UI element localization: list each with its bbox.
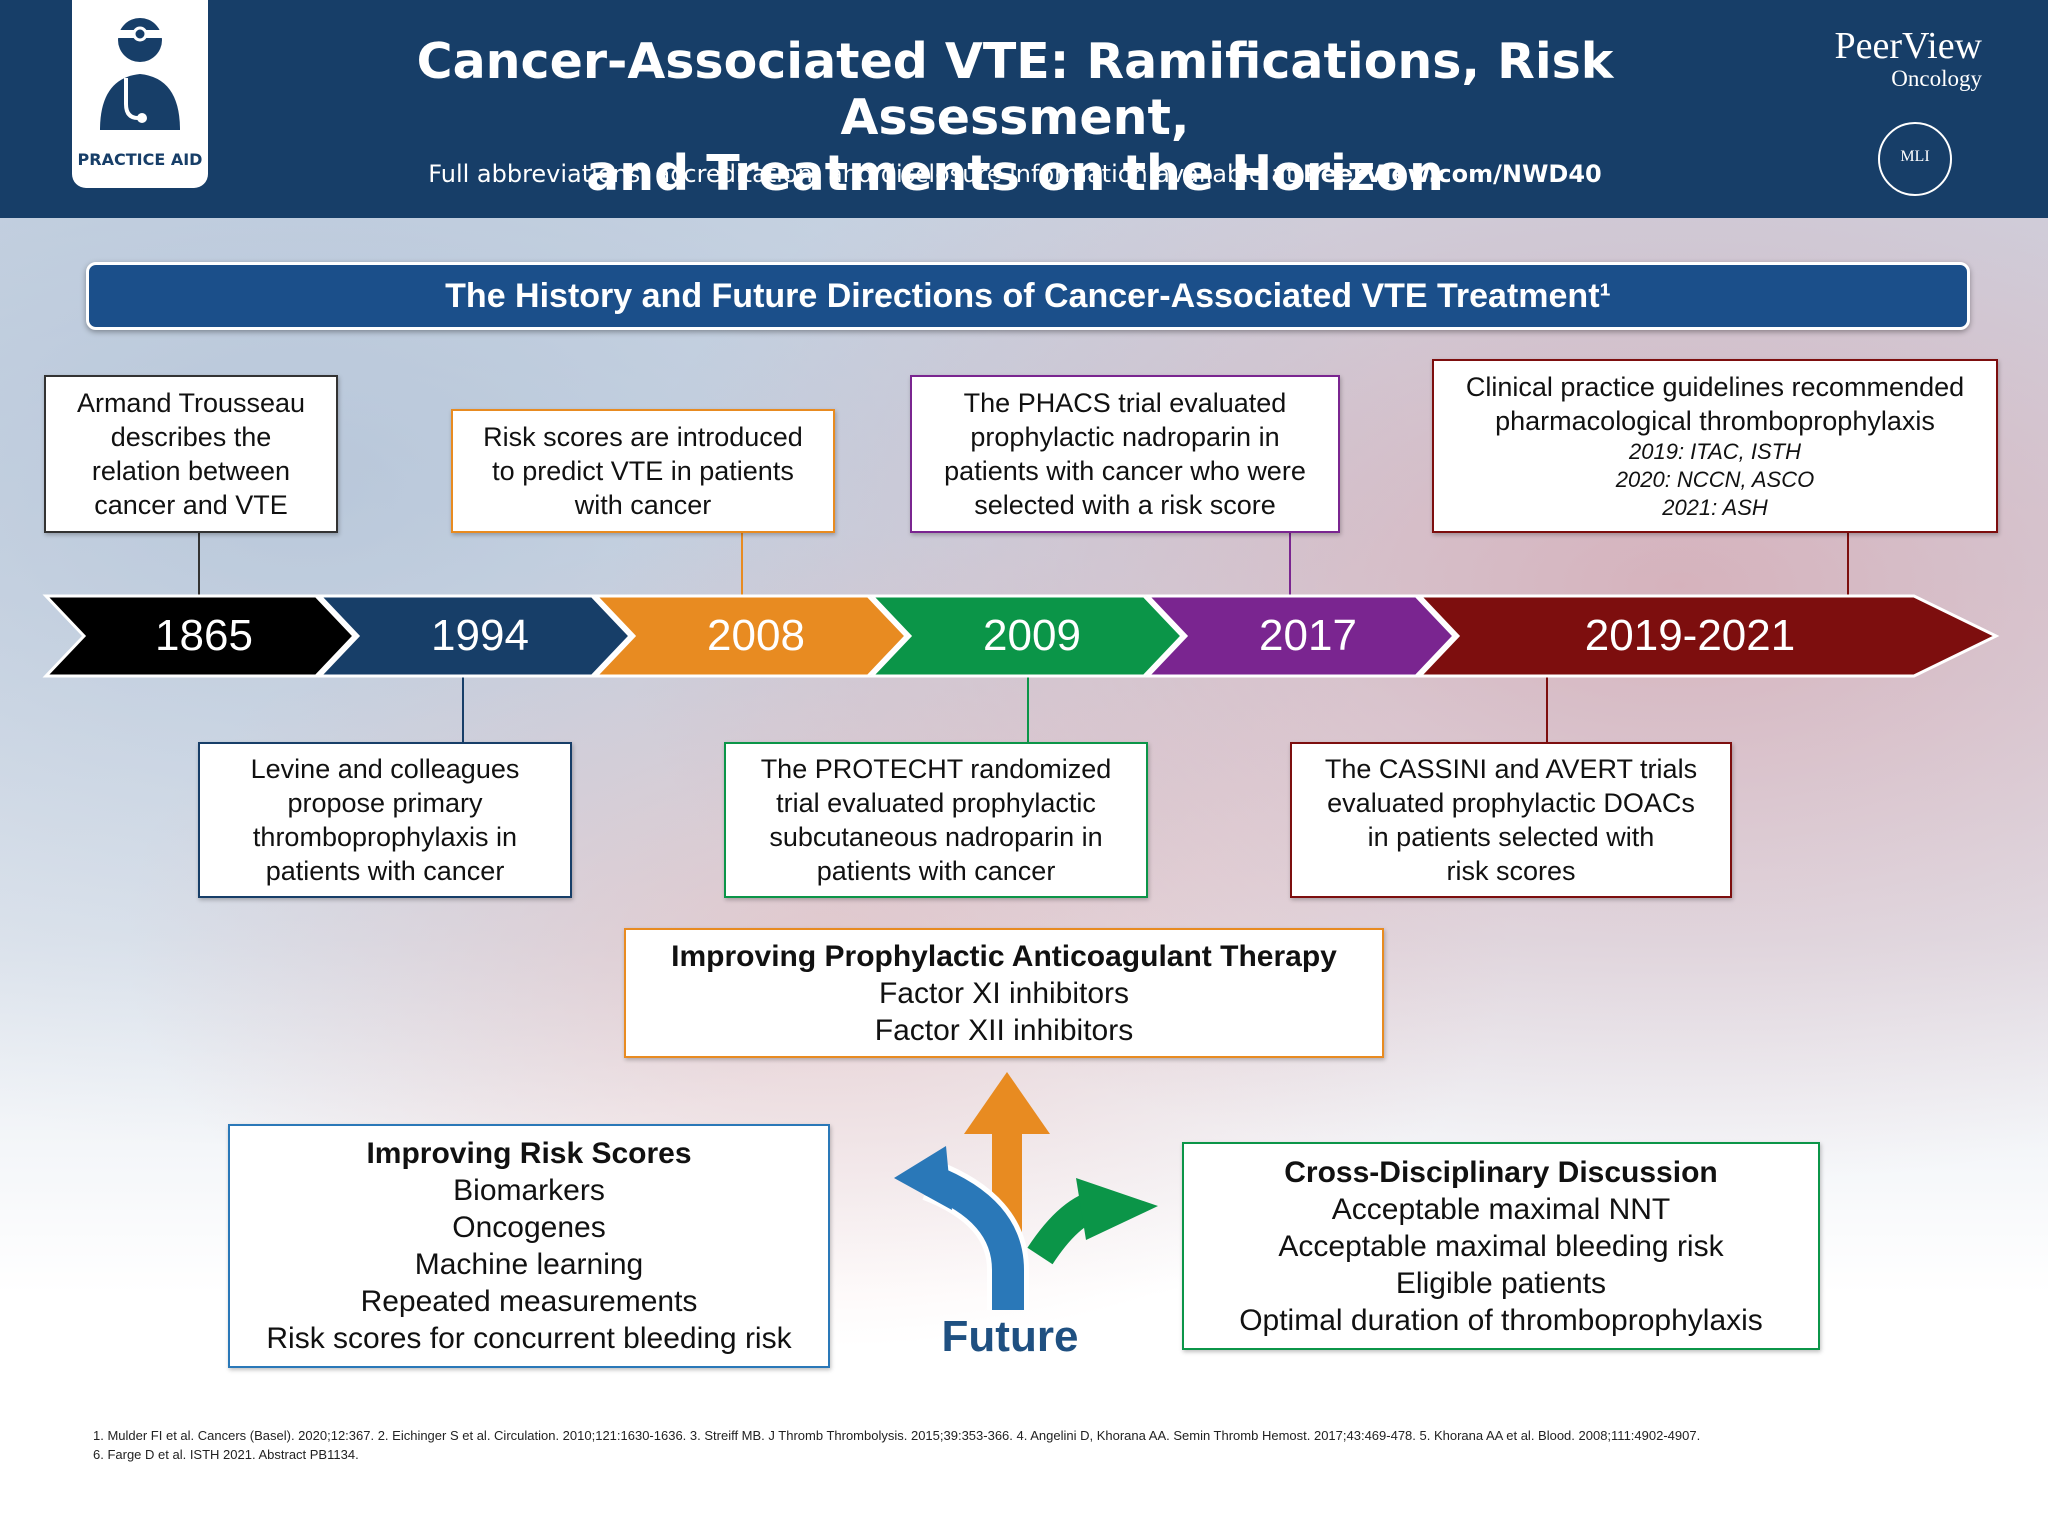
event-1994: Levine and colleagues propose primary th… [198, 742, 572, 898]
practice-aid-badge: PRACTICE AID [72, 0, 208, 188]
connector-1994 [462, 676, 464, 744]
page-title: Cancer-Associated VTE: Ramifications, Ri… [416, 33, 1614, 202]
event-2008: Risk scores are introduced to predict VT… [451, 409, 835, 533]
peerview-logo: PeerView Oncology [1834, 25, 1982, 91]
event-2019-trials: The CASSINI and AVERT trials evaluated p… [1290, 742, 1732, 898]
timeline-segment-1865 [42, 594, 357, 678]
timeline-segment-2019-2021 [1416, 594, 2000, 678]
future-anticoagulant-box: Improving Prophylactic Anticoagulant The… [624, 928, 1384, 1058]
references: 1. Mulder FI et al. Cancers (Basel). 202… [93, 1428, 1701, 1462]
year-2019-2021: 2019-2021 [1584, 611, 1796, 660]
connector-2019-top [1847, 530, 1849, 596]
year-2017: 2017 [1259, 611, 1357, 660]
timeline-segment-2017 [1144, 594, 1457, 678]
connector-2009 [1027, 676, 1029, 744]
event-2017: The PHACS trial evaluated prophylactic n… [910, 375, 1340, 533]
year-1994: 1994 [431, 611, 529, 660]
connector-2019-bottom [1546, 676, 1548, 744]
doctor-icon [100, 18, 180, 130]
year-1865: 1865 [155, 611, 253, 660]
header-banner: PRACTICE AID Cancer-Associated VTE: Rami… [0, 0, 2048, 218]
year-2009: 2009 [983, 611, 1081, 660]
event-2009: The PROTECHT randomized trial evaluated … [724, 742, 1148, 898]
event-2019-guidelines: Clinical practice guidelines recommended… [1432, 359, 1998, 533]
mli-seal-logo: MLI [1878, 122, 1952, 196]
badge-label: PRACTICE AID [77, 150, 203, 169]
peerview-link[interactable]: PeerView.com/NWD40 [1302, 160, 1602, 188]
timeline-segment-1994 [316, 594, 633, 678]
section-title-bar: The History and Future Directions of Can… [86, 262, 1970, 330]
connector-2017 [1289, 530, 1291, 596]
future-arrows-icon [894, 1072, 1158, 1310]
timeline-segment-2009 [868, 594, 1185, 678]
future-risk-scores-box: Improving Risk Scores Biomarkers Oncogen… [228, 1124, 830, 1368]
timeline-segment-2008 [592, 594, 909, 678]
page-subtitle: Full abbreviations, accreditation, and d… [428, 160, 1602, 188]
year-2008: 2008 [707, 611, 805, 660]
timeline-arrow [42, 594, 2000, 678]
event-1865: Armand Trousseau describes the relation … [44, 375, 338, 533]
connector-2008 [741, 530, 743, 596]
connector-1865 [198, 530, 200, 596]
future-cross-disciplinary-box: Cross-Disciplinary Discussion Acceptable… [1182, 1142, 1820, 1350]
future-label: Future [941, 1312, 1079, 1361]
